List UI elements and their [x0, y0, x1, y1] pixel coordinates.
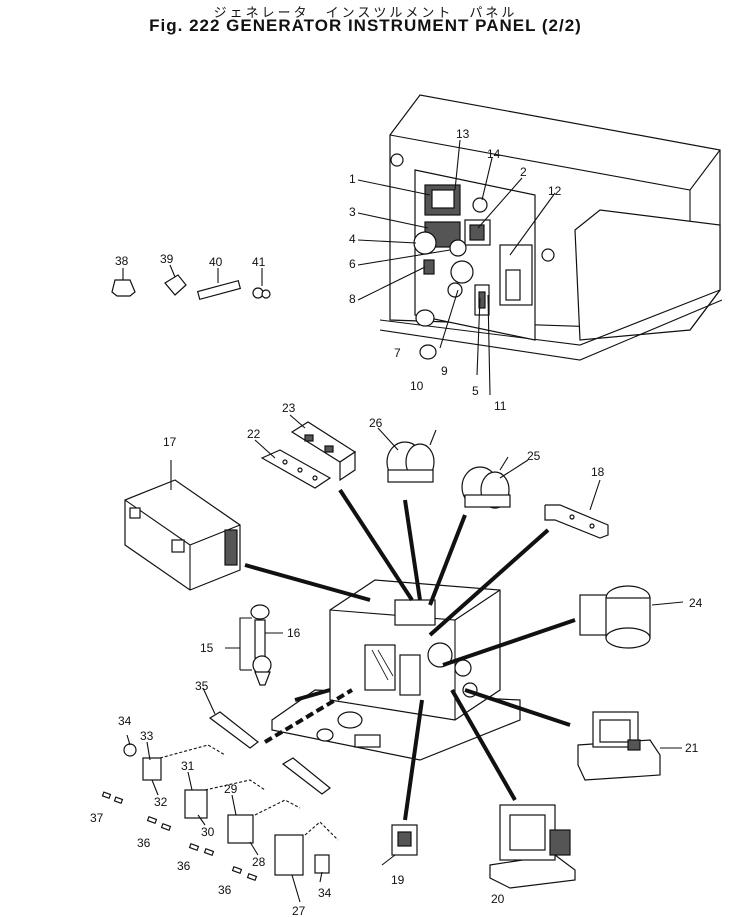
- callout-3: 3: [349, 205, 356, 219]
- callout-6: 6: [349, 257, 356, 271]
- callout-18: 18: [591, 465, 605, 479]
- callout-36-c: 36: [218, 883, 232, 897]
- callout-8: 8: [349, 292, 356, 306]
- callout-14: 14: [487, 147, 501, 161]
- part-21-transformer: [577, 711, 661, 781]
- diagram-title-japanese: ジェネレータ インスツルメント パネル: [213, 6, 518, 21]
- parts-22-23-terminal-blocks: [260, 421, 357, 489]
- part-leader-lines: [126, 414, 684, 903]
- callout-40: 40: [209, 255, 223, 269]
- part-24-solenoid: [579, 585, 651, 649]
- part-17-control-unit: [124, 479, 241, 591]
- callout-4: 4: [349, 232, 356, 246]
- callout-17: 17: [163, 435, 177, 449]
- callout-29: 29: [224, 782, 238, 796]
- part-19-switch: [381, 824, 418, 866]
- callout-38: 38: [115, 254, 129, 268]
- callout-27: 27: [292, 904, 306, 917]
- callout-28: 28: [252, 855, 266, 869]
- base-assembly: [271, 579, 521, 761]
- callout-32: 32: [154, 795, 168, 809]
- callout-20: 20: [491, 892, 505, 906]
- callout-34-lower: 34: [318, 886, 332, 900]
- callout-10: 10: [410, 379, 424, 393]
- callout-26: 26: [369, 416, 383, 430]
- callout-1: 1: [349, 172, 356, 186]
- callout-9: 9: [441, 364, 448, 378]
- callout-13: 13: [456, 127, 470, 141]
- callout-25: 25: [527, 449, 541, 463]
- callout-15: 15: [200, 641, 214, 655]
- callout-11: 11: [494, 399, 507, 413]
- parts-25-26-relays: [386, 429, 511, 509]
- callout-19: 19: [391, 873, 405, 887]
- callout-34-upper: 34: [118, 714, 132, 728]
- callout-35: 35: [195, 679, 209, 693]
- callout-33: 33: [140, 729, 154, 743]
- callout-30: 30: [201, 825, 215, 839]
- callout-12: 12: [548, 184, 562, 198]
- callout-24: 24: [689, 596, 703, 610]
- callout-7: 7: [394, 346, 401, 360]
- small-parts-38-41: [111, 264, 271, 301]
- callout-2: 2: [520, 165, 527, 179]
- callout-22: 22: [247, 427, 261, 441]
- callout-16: 16: [287, 626, 301, 640]
- callout-31: 31: [181, 759, 195, 773]
- callout-39: 39: [160, 252, 174, 266]
- callout-36-a: 36: [137, 836, 151, 850]
- parts-35-terminal-strips: [202, 687, 331, 795]
- callout-37: 37: [90, 811, 104, 825]
- callout-21: 21: [685, 741, 699, 755]
- part-20-transformer: [489, 804, 576, 889]
- terminal-parts-27-34: [101, 743, 339, 882]
- callout-numbers: 1 2 3 4 5 6 7 8 9 10 11 12 13 14 15 16 1…: [90, 127, 703, 917]
- diagram-title: Fig. 222 GENERATOR INSTRUMENT PANEL (2/2…: [149, 16, 582, 35]
- parts-15-16-fuse: [225, 604, 283, 686]
- main-leader-lines: [244, 488, 576, 821]
- panel-housing: [379, 94, 723, 361]
- upper-leader-lines: [357, 139, 556, 396]
- callout-5: 5: [472, 384, 479, 398]
- part-18-bracket: [544, 504, 609, 539]
- callout-41: 41: [252, 255, 266, 269]
- callout-23: 23: [282, 401, 296, 415]
- callout-36-b: 36: [177, 859, 191, 873]
